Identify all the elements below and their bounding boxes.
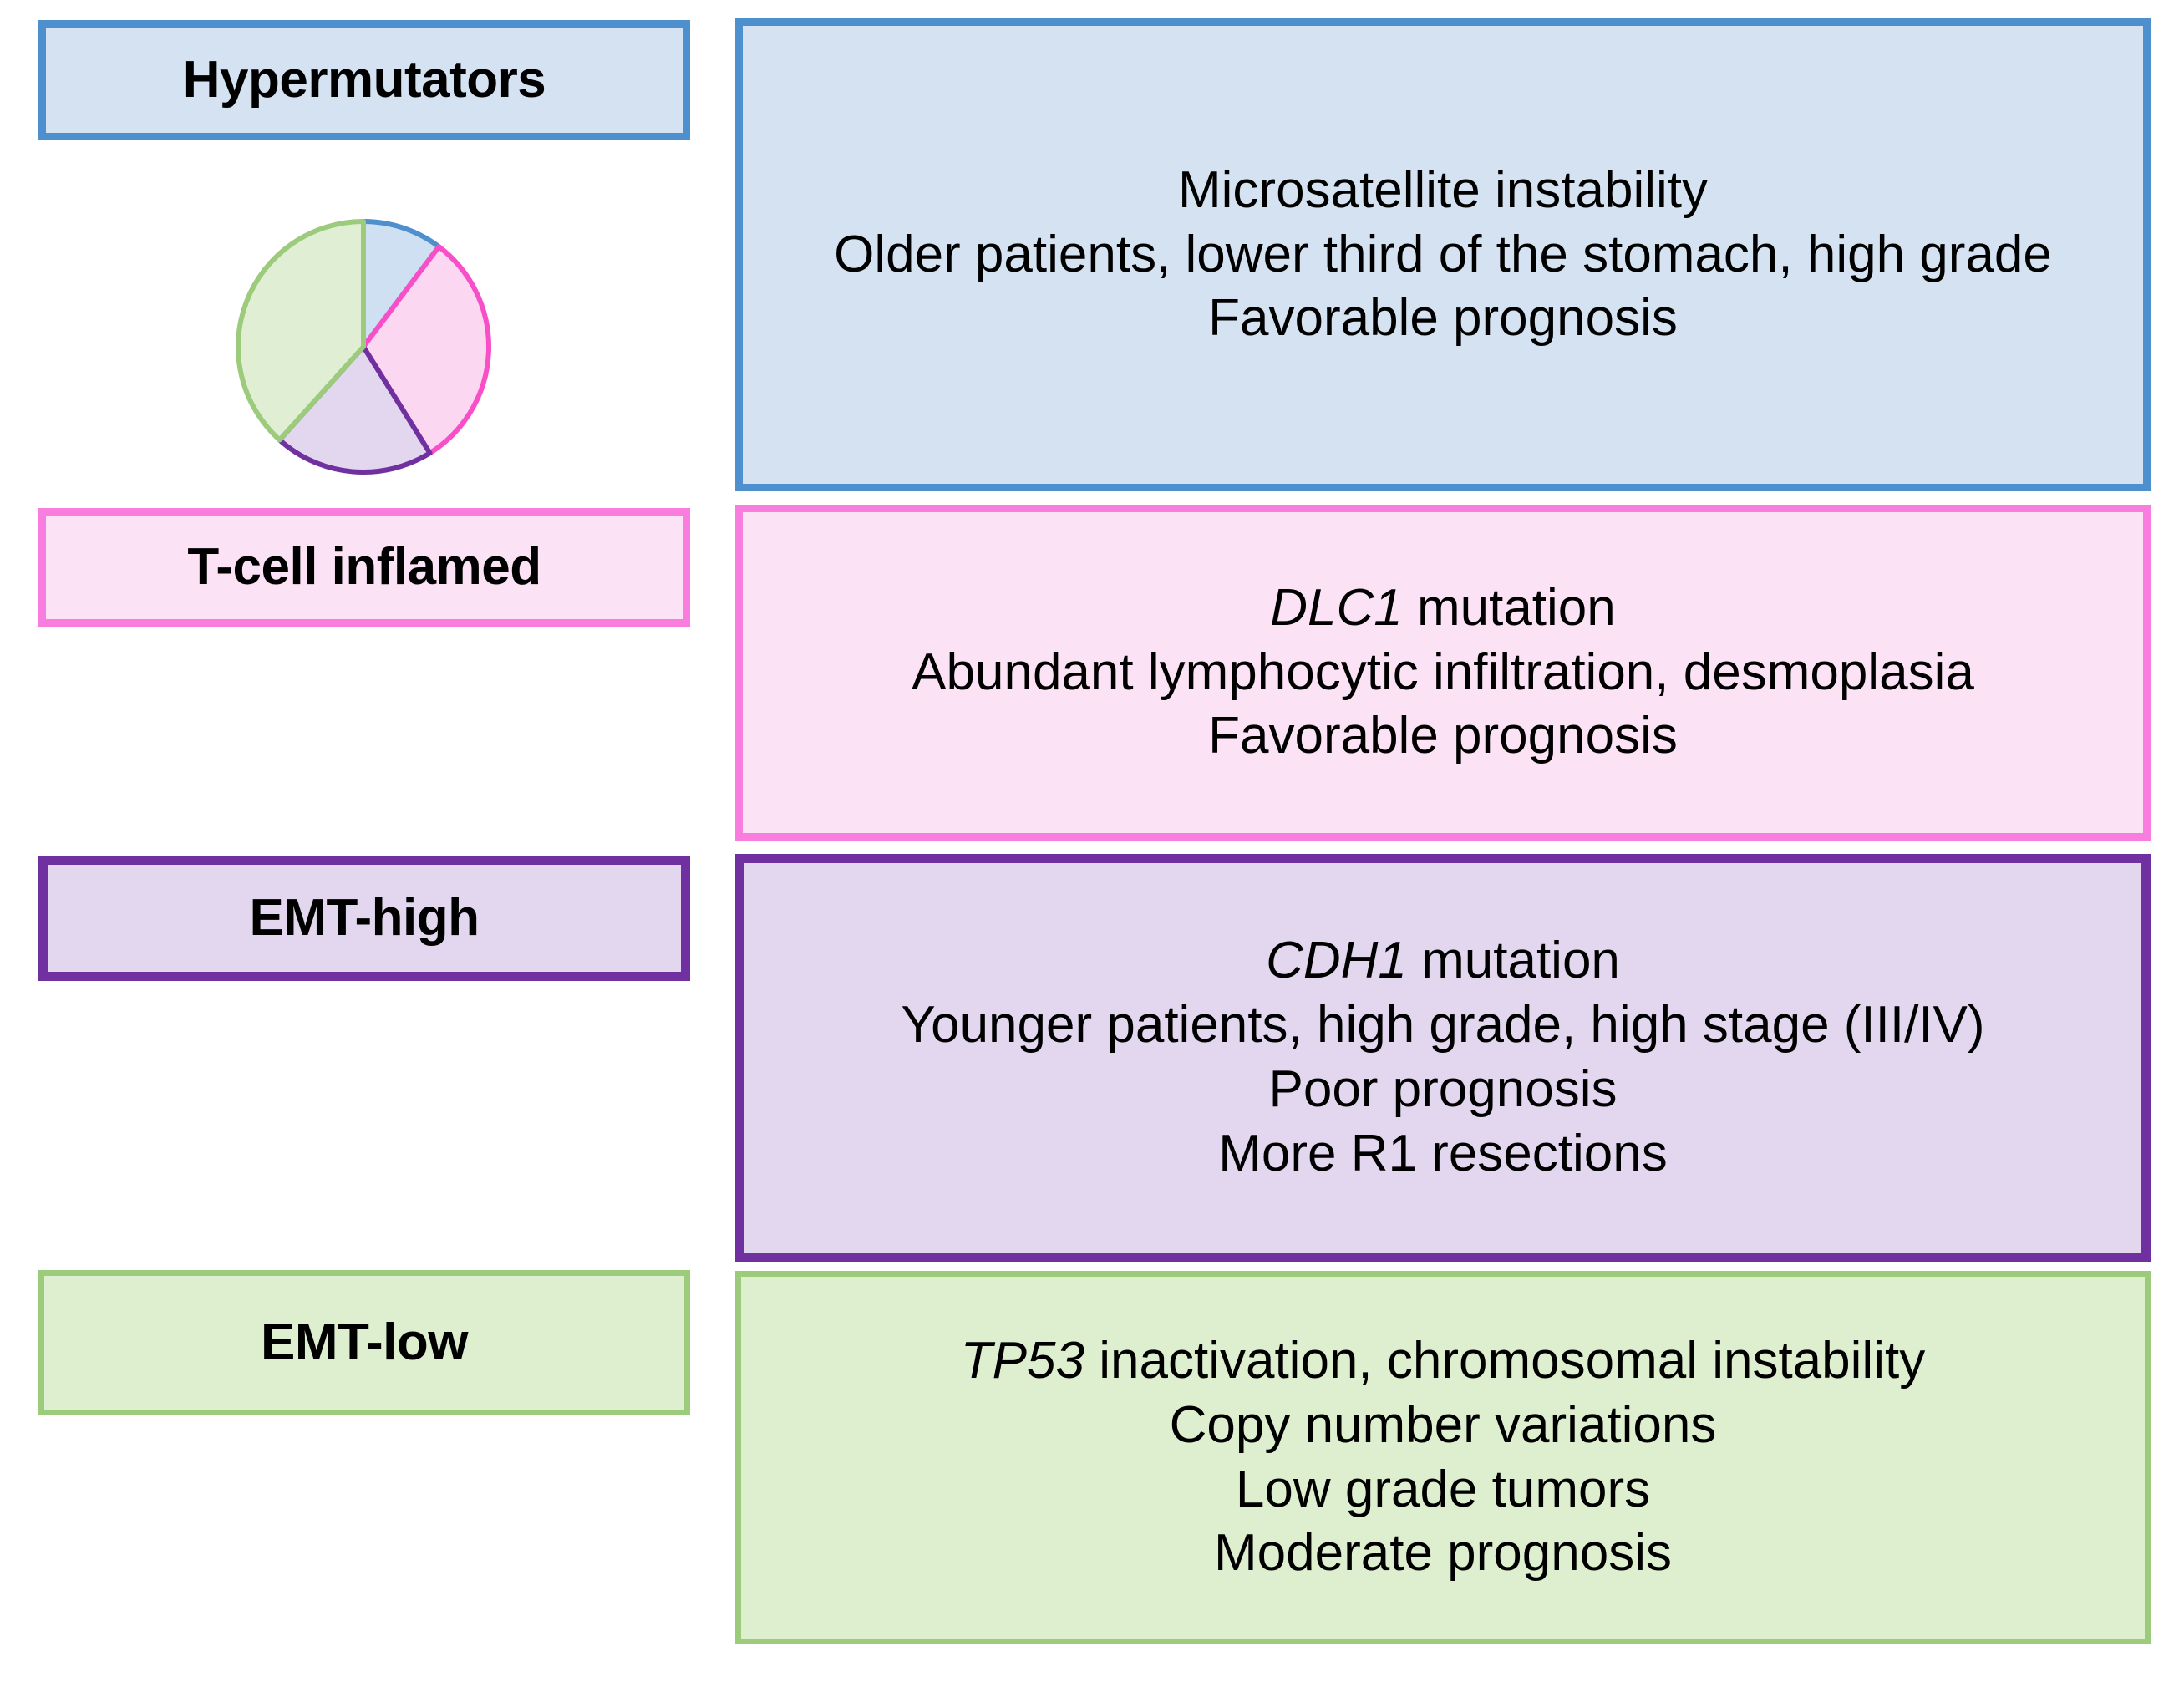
subtype-chip-hypermutators: Hypermutators [38, 20, 690, 140]
panel-line: Copy number variations [1169, 1395, 1717, 1454]
panel-line: More R1 resections [1218, 1124, 1668, 1182]
pie-slice-hypermutators [361, 219, 442, 349]
panel-line: TP53 inactivation, chromosomal instabili… [960, 1331, 1926, 1390]
subtype-chip-t-cell-inflamed: T-cell inflamed [38, 508, 690, 627]
subtype-chip-label: EMT-low [261, 1313, 468, 1371]
gene-name: CDH1 [1266, 932, 1407, 990]
gene-name: TP53 [960, 1331, 1084, 1390]
subtype-proportion-pie-chart [232, 216, 495, 478]
subtype-chip-label: T-cell inflamed [187, 537, 541, 596]
pie-slice-t-cell-inflamed [361, 244, 491, 456]
pie-slice-emt-high [277, 344, 433, 475]
panel-line: Older patients, lower third of the stoma… [834, 225, 2052, 283]
subtype-chip-emt-low: EMT-low [38, 1270, 690, 1415]
panel-line: Abundant lymphocytic infiltration, desmo… [912, 643, 1974, 701]
pie-chart-svg [236, 219, 491, 475]
subtype-chip-emt-high: EMT-high [38, 856, 690, 981]
panel-line: Younger patients, high grade, high stage… [901, 996, 1985, 1054]
subtype-chip-label: EMT-high [249, 888, 480, 947]
panel-line: Favorable prognosis [1208, 289, 1678, 348]
gene-name: DLC1 [1270, 578, 1403, 637]
panel-line: Low grade tumors [1235, 1460, 1651, 1518]
subtype-chip-label: Hypermutators [182, 50, 546, 109]
panel-line: Microsatellite instability [1178, 160, 1708, 219]
panel-line: Moderate prognosis [1214, 1524, 1672, 1583]
panel-line: Favorable prognosis [1208, 707, 1678, 765]
panel-line: CDH1 mutation [1266, 932, 1620, 990]
pie-slice-emt-low [236, 219, 366, 443]
panel-line-list: TP53 inactivation, chromosomal instabili… [766, 1329, 2120, 1587]
description-panel-emt-low: TP53 inactivation, chromosomal instabili… [735, 1271, 2151, 1644]
panel-line: Poor prognosis [1268, 1060, 1618, 1118]
panel-line: DLC1 mutation [1270, 578, 1616, 637]
